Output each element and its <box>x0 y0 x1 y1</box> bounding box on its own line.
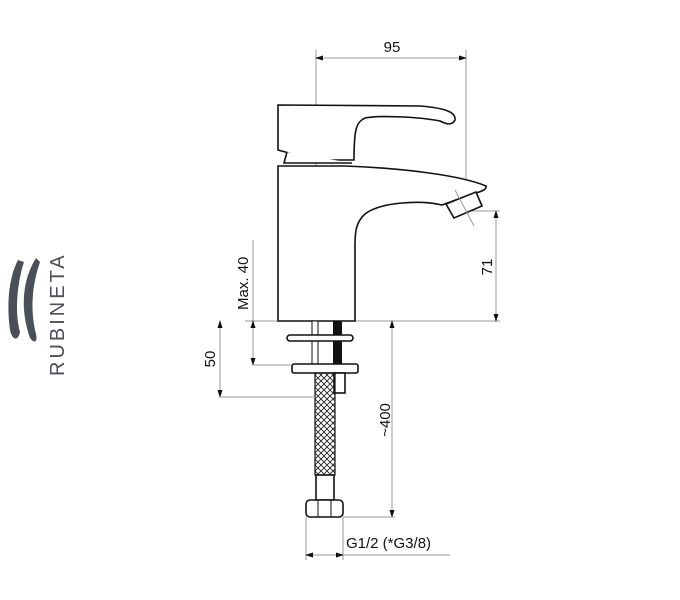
brand-name: RUBINETA <box>47 252 69 376</box>
fixing-nut <box>333 372 346 394</box>
brand-logo: RUBINETA <box>8 252 69 376</box>
fixing-plate <box>291 363 359 374</box>
braided-hose <box>314 372 336 476</box>
washer <box>286 334 354 342</box>
threaded-rod <box>333 321 342 367</box>
dimension-width-label: 95 <box>384 39 401 56</box>
dimension-connection-label: G1/2 (*G3/8) <box>346 535 431 552</box>
aerator <box>444 190 484 220</box>
logo-swoosh-icon <box>8 260 24 339</box>
dimension-max-thickness-label: Max. 40 <box>235 257 252 310</box>
shank-stud <box>311 320 319 368</box>
aerator-axis <box>454 189 475 227</box>
faucet-body <box>277 165 487 322</box>
hose-ferrule <box>315 474 335 501</box>
hose-nut <box>305 499 344 518</box>
dimension-spout-height-label: 71 <box>479 259 496 276</box>
handle-cap <box>282 151 352 164</box>
faucet-handle <box>277 104 456 161</box>
logo-swoosh-icon <box>23 258 40 342</box>
dimension-hose-label: ~400 <box>377 403 394 437</box>
dimension-shank-label: 50 <box>202 351 219 368</box>
